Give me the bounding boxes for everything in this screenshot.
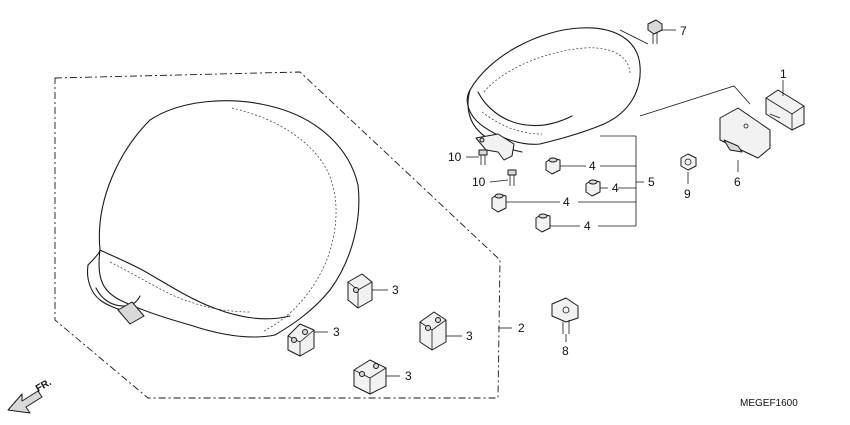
callout-4c: 4 (563, 195, 570, 209)
callout-3b: 3 (333, 325, 340, 339)
front-direction-arrow: FR. (7, 377, 54, 414)
passenger-seat (466, 27, 641, 161)
callout-3c: 3 (466, 329, 473, 343)
callout-4a: 4 (589, 159, 596, 173)
bolt-7 (647, 19, 663, 44)
front-marker-text: FR. (34, 377, 54, 395)
rubber-foot-4c (491, 193, 507, 213)
bolt-10a (478, 149, 488, 165)
bracket-6 (719, 107, 771, 159)
rubber-block-3b (287, 323, 315, 357)
callout-3a: 3 (392, 283, 399, 297)
screw-8 (551, 297, 579, 334)
plate-1 (765, 89, 805, 131)
callout-4d: 4 (584, 219, 591, 233)
rider-seat (86, 100, 360, 338)
nut-9 (680, 153, 697, 171)
callout-4b: 4 (612, 181, 619, 195)
callout-10a: 10 (448, 150, 462, 164)
callout-8: 8 (562, 344, 569, 358)
callout-3d: 3 (405, 369, 412, 383)
rubber-foot-4b (585, 179, 601, 197)
callout-2: 2 (518, 321, 525, 335)
callout-10b: 10 (472, 175, 486, 189)
leader-lines (314, 29, 784, 377)
drawing-code: MEGEF1600 (740, 398, 798, 409)
callout-7: 7 (680, 24, 687, 38)
callout-5: 5 (648, 175, 655, 189)
rubber-foot-4d (535, 213, 551, 233)
rubber-foot-4a (545, 157, 561, 175)
rubber-block-3d (353, 359, 387, 395)
callout-9: 9 (684, 187, 691, 201)
seat-group-frame (54, 71, 501, 399)
bolt-10b (507, 169, 517, 186)
callout-6: 6 (734, 175, 741, 189)
callout-1: 1 (780, 67, 787, 81)
rubber-block-3c (419, 311, 447, 351)
rubber-block-3a (347, 273, 373, 309)
